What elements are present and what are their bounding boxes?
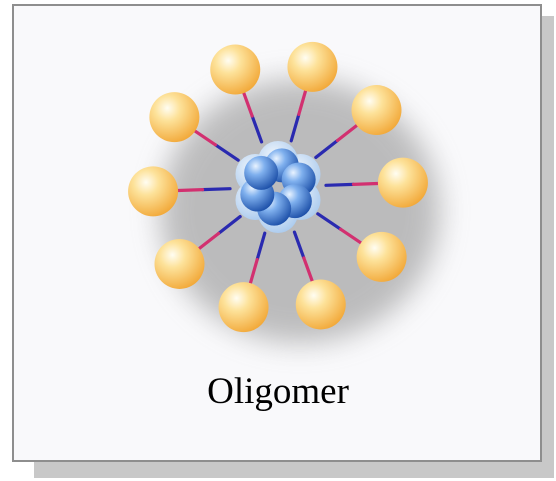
- peripheral-unit: [351, 85, 402, 136]
- linker-segment: [289, 112, 301, 143]
- peripheral-unit: [377, 157, 428, 208]
- peripheral-unit: [287, 41, 338, 92]
- linker-segment: [248, 257, 259, 288]
- linker-segment: [200, 187, 232, 192]
- linker-segment: [292, 230, 306, 260]
- peripheral-unit: [149, 92, 200, 143]
- peripheral-unit: [210, 44, 261, 95]
- linker-segment: [191, 127, 218, 147]
- peripheral-unit: [295, 279, 346, 330]
- linker-group: [173, 86, 383, 288]
- core-subunit-group: [240, 148, 316, 226]
- core-subunit: [244, 155, 279, 190]
- peripheral-unit: [154, 238, 205, 289]
- linker-segment: [216, 214, 242, 236]
- linker-segment: [297, 86, 308, 117]
- linker-segment: [195, 231, 221, 253]
- peripheral-unit: [356, 231, 407, 282]
- linker-segment: [173, 188, 205, 193]
- linker-segment: [241, 88, 254, 118]
- linker-segment: [255, 231, 267, 262]
- linker-segment: [316, 212, 343, 231]
- linker-segment: [314, 138, 340, 160]
- linker-segment: [351, 181, 383, 186]
- linker-segment: [324, 182, 356, 187]
- figure-caption: Oligomer: [207, 371, 349, 412]
- linker-segment: [302, 256, 315, 286]
- linker-segment: [250, 114, 264, 144]
- linker-segment: [335, 121, 361, 143]
- linker-segment: [338, 227, 365, 247]
- peripheral-unit: [218, 282, 269, 333]
- linker-segment: [213, 143, 240, 162]
- peripheral-unit: [128, 166, 179, 217]
- peripheral-unit-group: [128, 41, 428, 333]
